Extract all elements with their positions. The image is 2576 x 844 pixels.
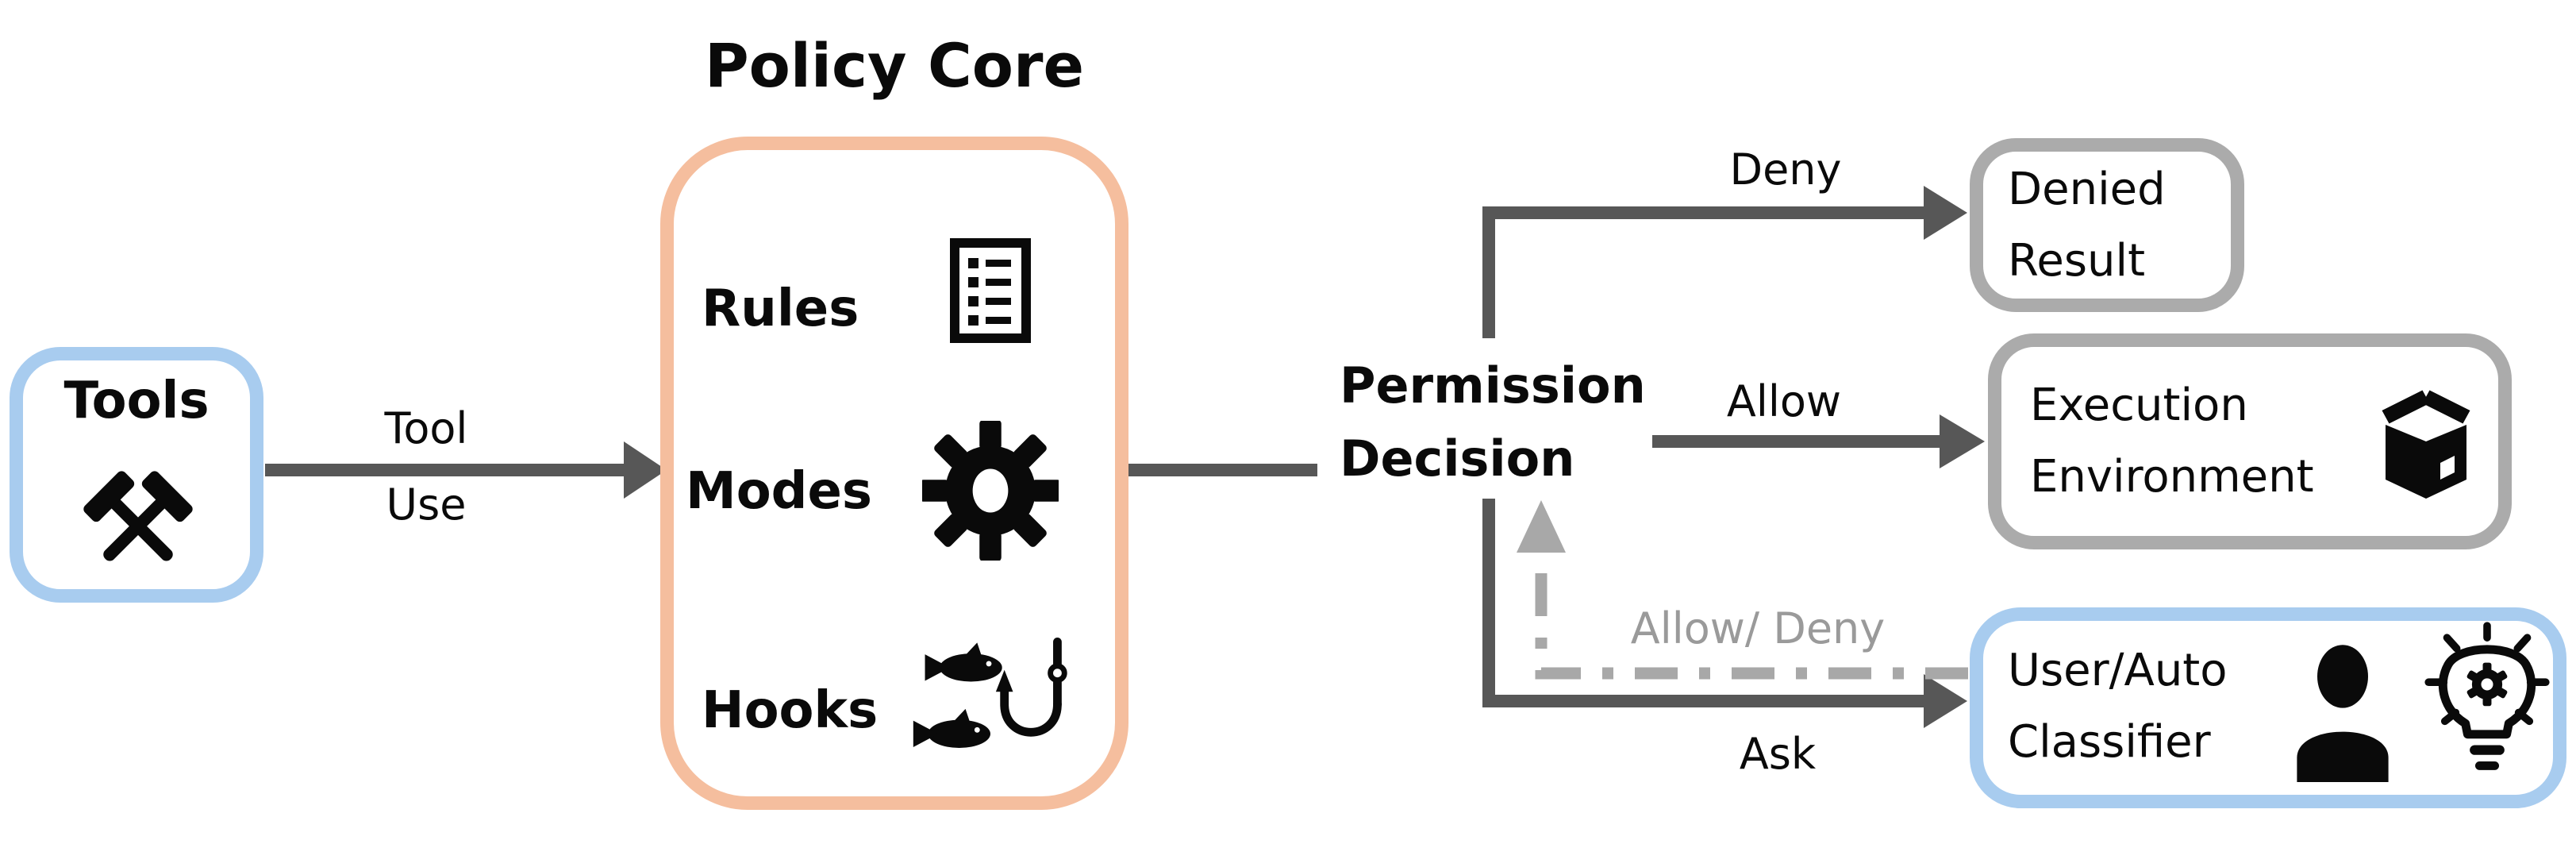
- policy-core-node: [660, 137, 1128, 810]
- deny-label: Deny: [1729, 145, 1842, 195]
- bulb-gear-icon: [2422, 621, 2552, 796]
- checklist-icon: [949, 237, 1032, 345]
- permission-decision-label: Permission Decision: [1340, 349, 1681, 495]
- allow-deny-return-arrowhead: [1517, 500, 1566, 553]
- policy-core-title: Policy Core: [704, 30, 1085, 101]
- ask-label: Ask: [1739, 729, 1817, 779]
- policy-core-item-modes-label: Modes: [686, 462, 872, 521]
- crossed-hammers-icon: [71, 459, 205, 592]
- tool-use-label-line2: Use: [386, 480, 467, 530]
- fish-hook-icon: [905, 632, 1076, 773]
- tool-use-arrowhead: [624, 441, 667, 499]
- user-auto-classifier-node: [1970, 607, 2566, 808]
- denied-result-line2: Result: [2008, 235, 2146, 287]
- policy-core-item-rules-label: Rules: [702, 279, 859, 338]
- tools-node-label: Tools: [63, 372, 210, 430]
- execution-environment-line2: Environment: [2030, 451, 2314, 503]
- user-auto-classifier-line2: Classifier: [2008, 716, 2211, 768]
- denied-result-node: [1970, 138, 2244, 312]
- permission-decision-line2: Decision: [1340, 430, 1575, 488]
- deny-arrow-line: [1482, 206, 1924, 338]
- allow-arrowhead: [1940, 414, 1985, 468]
- allow-label: Allow: [1726, 376, 1842, 426]
- execution-environment-line1: Execution: [2030, 380, 2248, 431]
- policy-core-item-hooks-label: Hooks: [702, 681, 879, 740]
- user-auto-classifier-text: User/Auto Classifier: [2008, 635, 2228, 778]
- person-icon: [2292, 642, 2393, 784]
- allow-deny-return-label: Allow/ Deny: [1630, 603, 1886, 653]
- tools-node: [10, 347, 263, 603]
- denied-result-text: Denied Result: [2008, 154, 2166, 297]
- gear-icon: [922, 421, 1059, 561]
- permission-decision-line1: Permission: [1340, 356, 1646, 414]
- deny-arrowhead: [1924, 186, 1967, 240]
- package-box-icon: [2366, 367, 2486, 502]
- allow-deny-return-dotted-line: [1535, 553, 1968, 680]
- ask-arrow-line: [1482, 499, 1924, 707]
- tool-use-label-line1: Tool: [384, 403, 468, 453]
- user-auto-classifier-line1: User/Auto: [2008, 645, 2228, 696]
- ask-arrowhead: [1924, 674, 1967, 728]
- denied-result-line1: Denied: [2008, 164, 2166, 215]
- execution-environment-text: Execution Environment: [2030, 370, 2314, 513]
